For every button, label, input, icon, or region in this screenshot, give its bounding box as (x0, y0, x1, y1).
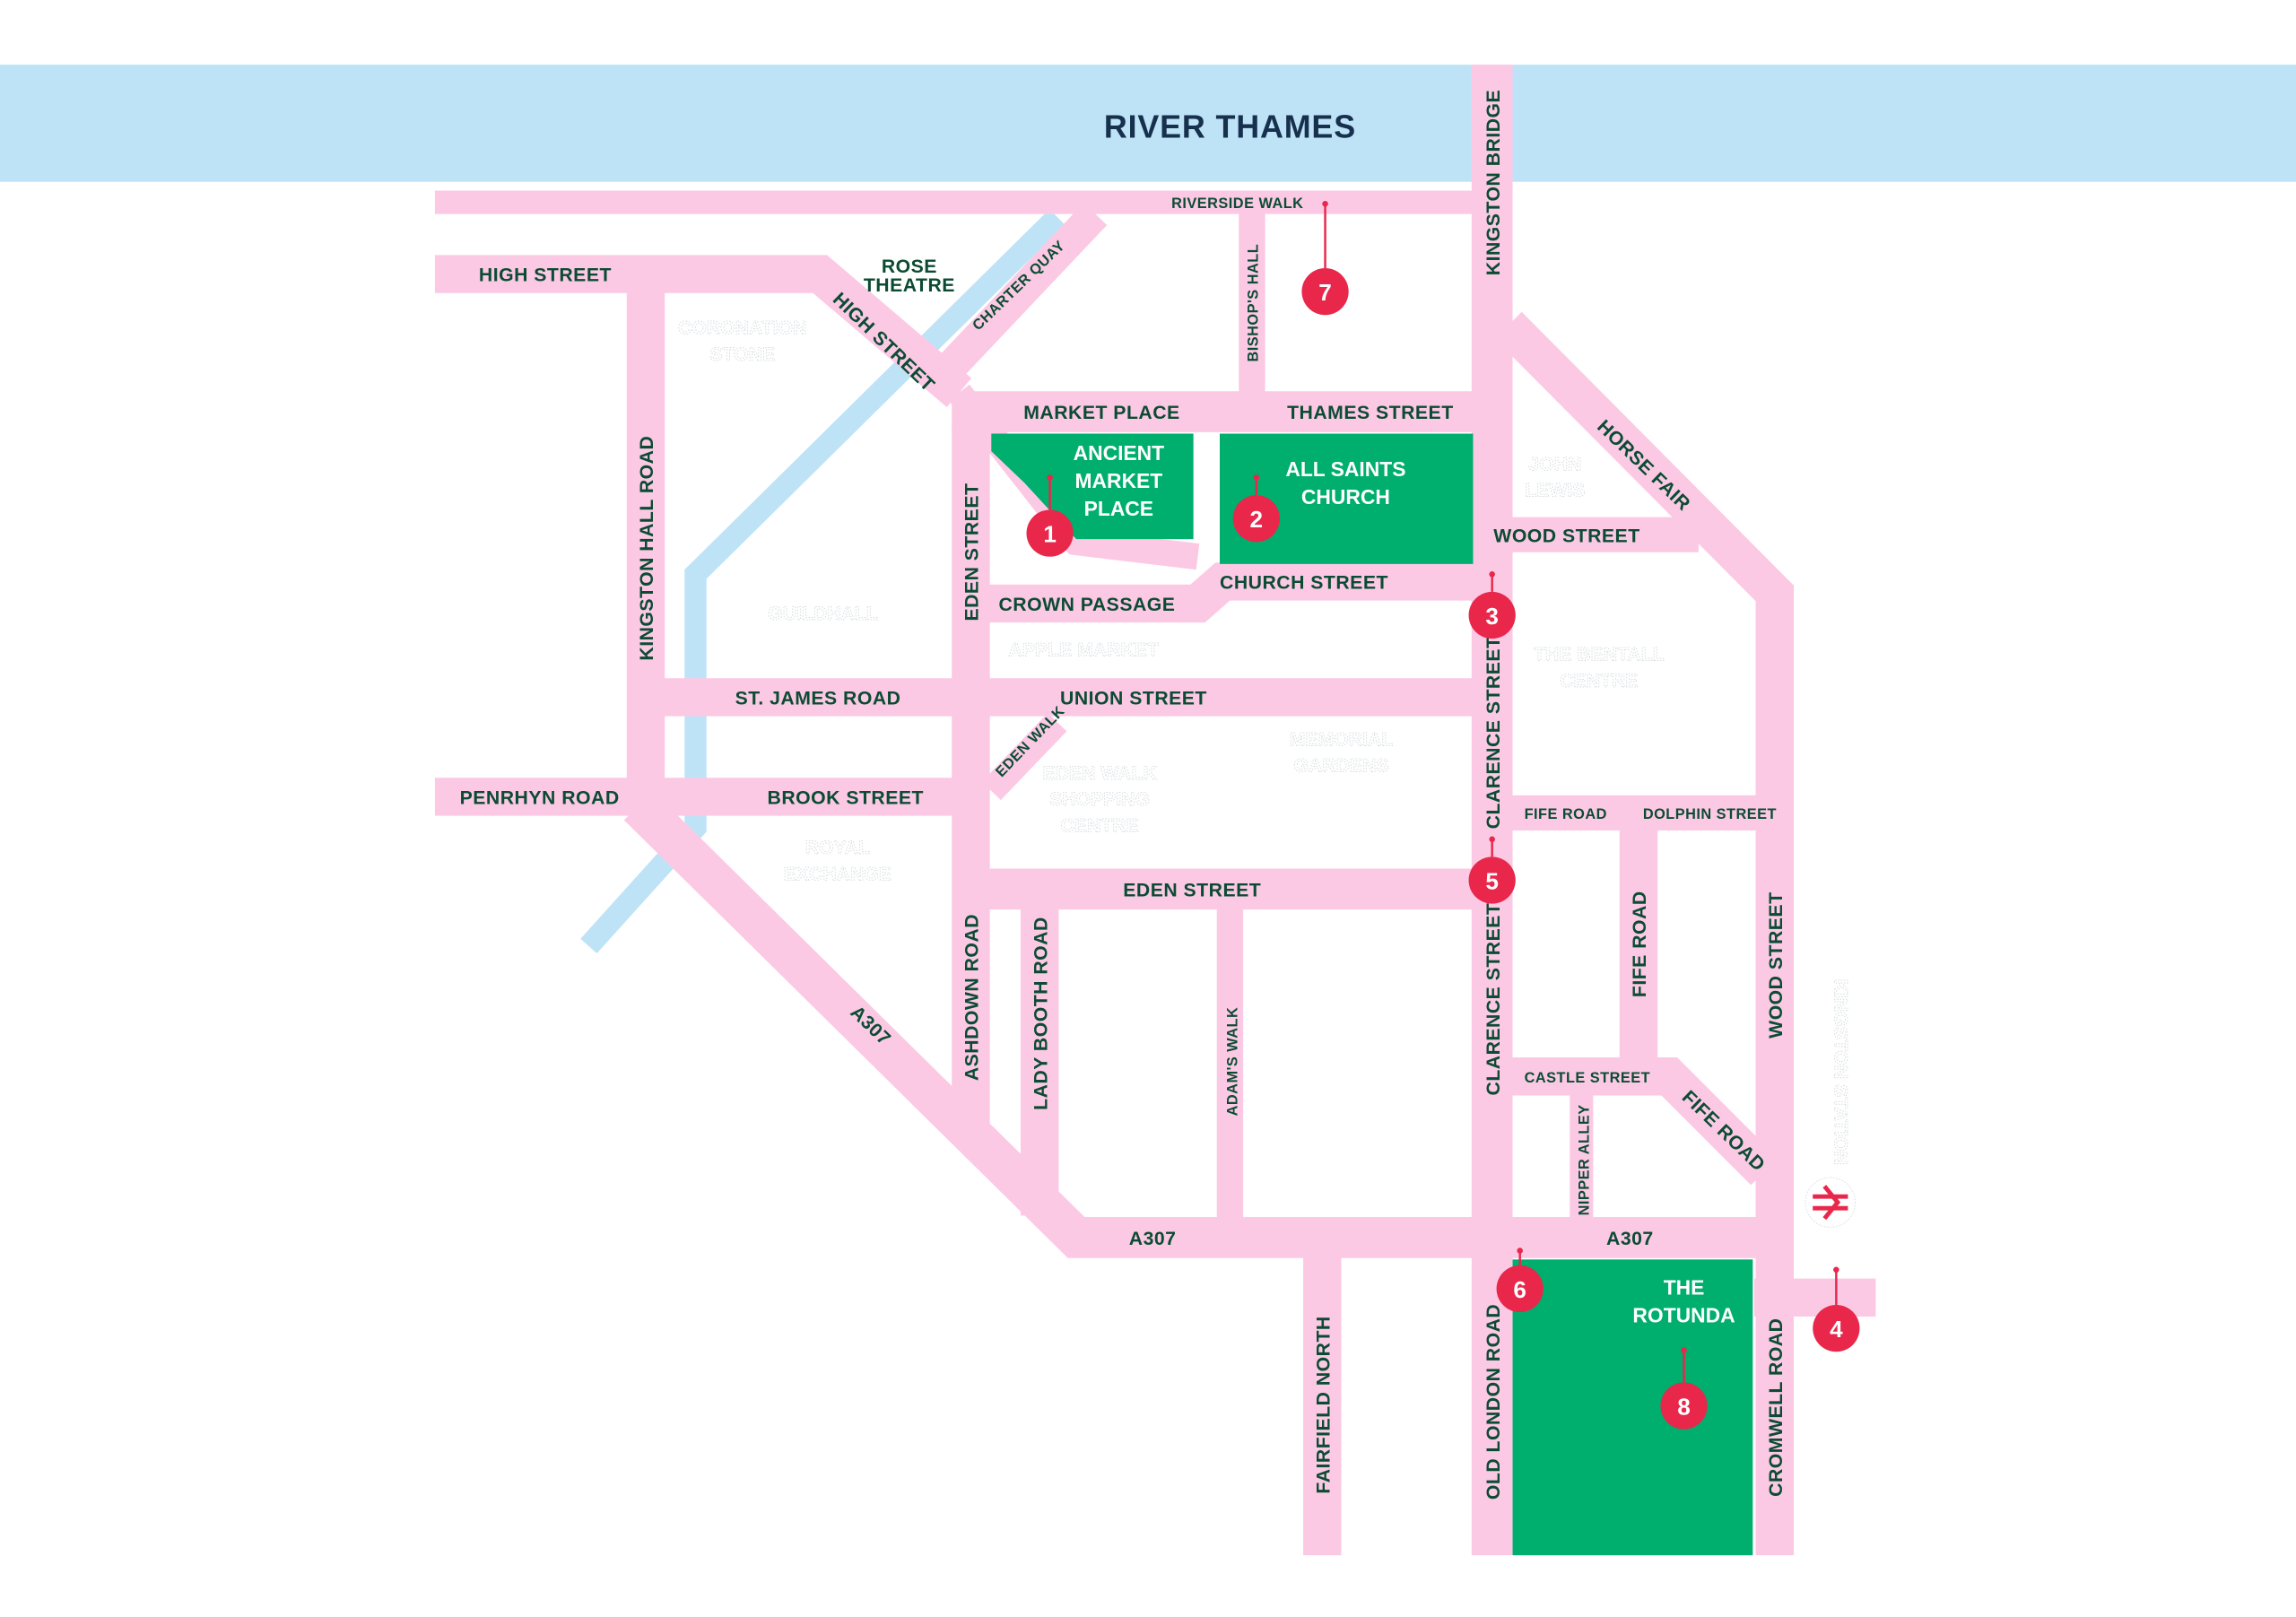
svg-text:3: 3 (1485, 603, 1499, 630)
svg-text:7: 7 (1318, 279, 1332, 306)
nipper-alley-label: NIPPER ALLEY (1576, 1104, 1592, 1215)
crown-passage-label: CROWN PASSAGE (998, 595, 1175, 615)
kingston-bridge-label: KINGSTON BRIDGE (1483, 90, 1504, 275)
river-label: RIVER THAMES (1104, 109, 1356, 145)
high-street-label: HIGH STREET (479, 265, 612, 286)
guildhall-label: GUILDHALL (768, 604, 878, 624)
eden-street-vertical-label: EDEN STREET (962, 483, 983, 622)
old-london-road-label: OLD LONDON ROAD (1483, 1304, 1504, 1500)
marker-2[interactable]: 2 (1232, 474, 1280, 543)
a307-label: A307 (1129, 1229, 1177, 1249)
ancient-market-place-area (991, 433, 1194, 540)
svg-text:6: 6 (1513, 1276, 1526, 1303)
location-markers: 1 2 3 4 5 6 7 8 (1026, 200, 1860, 1430)
svg-text:2: 2 (1250, 506, 1264, 533)
thames-street-label: THAMES STREET (1287, 403, 1454, 423)
a307-east-label: A307 (1606, 1229, 1654, 1249)
marker-6[interactable]: 6 (1496, 1248, 1544, 1313)
market-place-label: MARKET PLACE (1023, 403, 1179, 423)
national-rail-icon[interactable] (1805, 1177, 1857, 1229)
svg-text:8: 8 (1677, 1393, 1691, 1420)
clarence-street-label: CLARENCE STREET (1483, 637, 1504, 830)
svg-text:1: 1 (1043, 520, 1057, 547)
marker-5[interactable]: 5 (1468, 836, 1516, 904)
st-james-road-label: ST. JAMES ROAD (735, 689, 901, 709)
kingston-station-label: KINGSTON STATION (1831, 979, 1851, 1165)
kingston-hall-road-label: KINGSTON HALL ROAD (637, 436, 657, 661)
fife-road-vertical-label: FIFE ROAD (1630, 891, 1650, 997)
marker-8[interactable]: 8 (1660, 1347, 1708, 1430)
fife-road-diagonal-label: FIFE ROAD (1678, 1087, 1769, 1176)
wood-street-label: WOOD STREET (1493, 526, 1639, 546)
marker-1[interactable]: 1 (1026, 474, 1074, 557)
cromwell-road-label: CROMWELL ROAD (1766, 1318, 1787, 1497)
marker-4[interactable]: 4 (1813, 1266, 1860, 1352)
svg-text:5: 5 (1485, 867, 1499, 894)
lady-booth-road-label: LADY BOOTH ROAD (1031, 917, 1051, 1110)
apple-market-label: APPLE MARKET (1008, 640, 1158, 661)
fife-road-label: FIFE ROAD (1525, 806, 1607, 822)
river-thames (0, 65, 2296, 182)
riverside-walk-label: RIVERSIDE WALK (1171, 196, 1303, 212)
castle-street-label: CASTLE STREET (1525, 1070, 1651, 1086)
wood-street-vertical-label: WOOD STREET (1766, 891, 1787, 1038)
ashdown-road-label: ASHDOWN ROAD (962, 914, 983, 1081)
svg-text:4: 4 (1830, 1316, 1843, 1343)
dolphin-street-label: DOLPHIN STREET (1643, 806, 1777, 822)
church-street-label: CHURCH STREET (1220, 573, 1388, 594)
eden-street-horizontal-label: EDEN STREET (1123, 880, 1261, 900)
clarence-street-south-label: CLARENCE STREET (1483, 903, 1504, 1096)
fairfield-north-label: FAIRFIELD NORTH (1313, 1316, 1334, 1493)
brook-street-label: BROOK STREET (768, 788, 924, 809)
marker-7[interactable]: 7 (1301, 200, 1349, 316)
penrhyn-road-label: PENRHYN ROAD (460, 788, 620, 809)
union-street-label: UNION STREET (1060, 689, 1207, 709)
bishops-hall-label: BISHOP'S HALL (1245, 244, 1261, 362)
adams-walk-label: ADAM'S WALK (1225, 1007, 1241, 1117)
horse-fair-label: HORSE FAIR (1593, 416, 1694, 515)
roads (434, 65, 1876, 1556)
marker-3[interactable]: 3 (1468, 571, 1516, 639)
the-rotunda-area (1512, 1259, 1753, 1556)
